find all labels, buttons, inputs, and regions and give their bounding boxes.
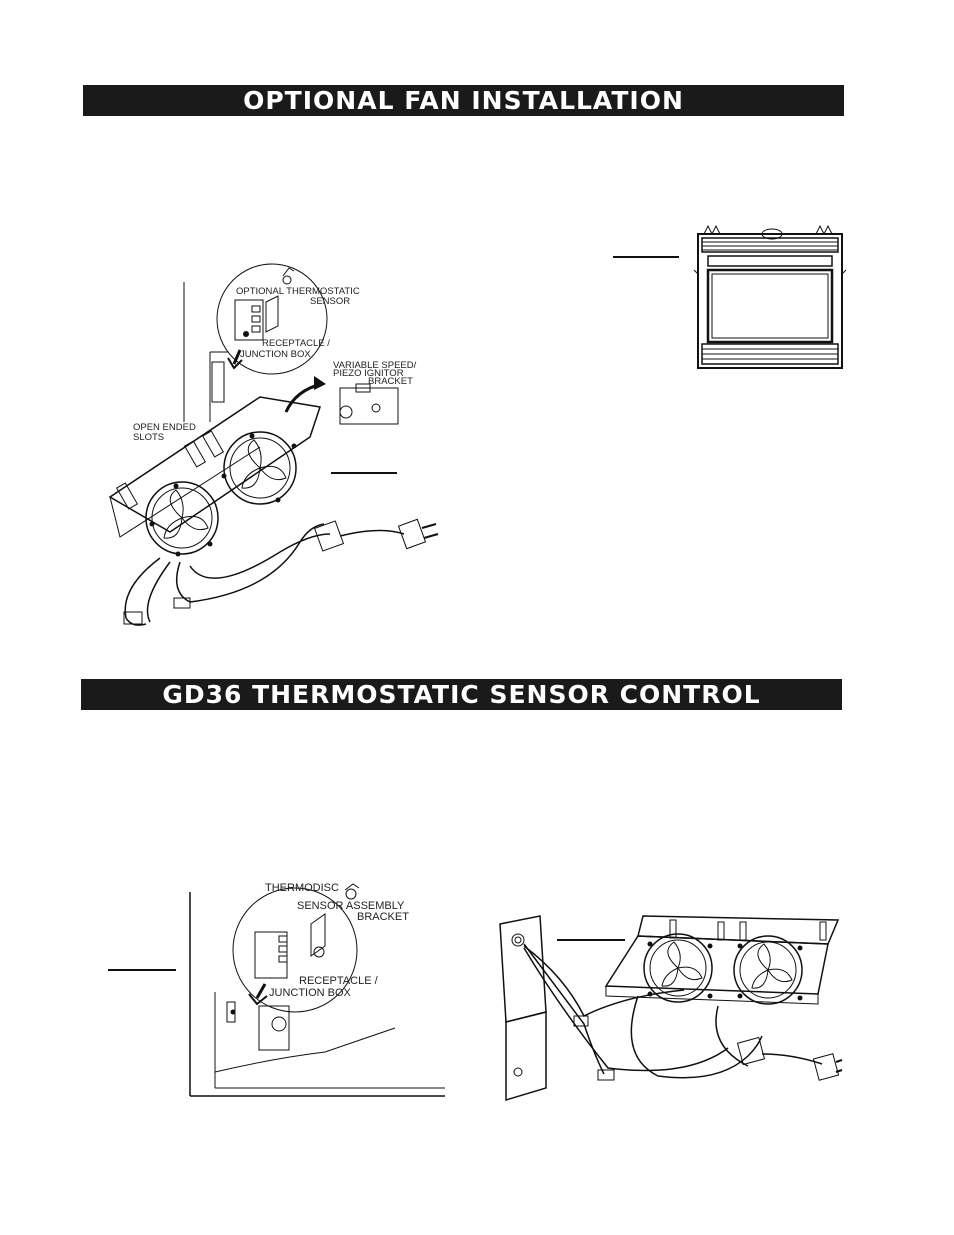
sensor-junction-illustration: THERMODISC SENSOR ASSEMBLY BRACKET RECEP… [189, 882, 445, 1097]
label-junction-box-sensor: JUNCTION BOX [269, 987, 352, 999]
label-sensor: SENSOR [310, 296, 350, 307]
label-bracket-sensor: BRACKET [357, 911, 409, 923]
label-receptacle-sensor: RECEPTACLE / [299, 975, 379, 987]
label-variable-speed: VARIABLE SPEED/ [333, 360, 417, 371]
figure-label-rule-sensor-right [557, 939, 625, 941]
figure-label-rule-fan [331, 472, 397, 474]
figure-label-rule-sensor-left [108, 969, 176, 971]
label-piezo-ignitor: PIEZO IGNITOR [333, 368, 404, 379]
fireplace-front-illustration [693, 224, 847, 369]
section-title-sensor-control: GD36 THERMOSTATIC SENSOR CONTROL [81, 679, 842, 710]
fan-installation-illustration: OPTIONAL THERMOSTATIC SENSOR RECEPTACLE … [108, 263, 439, 626]
label-receptacle: RECEPTACLE / [262, 338, 330, 349]
label-sensor-assembly: SENSOR ASSEMBLY [297, 900, 405, 912]
label-open-ended: OPEN ENDED [133, 422, 196, 433]
label-optional-thermostatic: OPTIONAL THERMOSTATIC [236, 286, 360, 297]
sensor-fan-assembly-illustration [499, 915, 843, 1102]
section-title-fan-installation: OPTIONAL FAN INSTALLATION [83, 85, 844, 116]
label-thermodisc: THERMODISC [265, 882, 339, 894]
label-junction-box: JUNCTION BOX [240, 349, 311, 360]
figure-label-rule-fireplace [613, 256, 679, 258]
label-slots: SLOTS [133, 432, 164, 443]
label-bracket: BRACKET [368, 376, 413, 387]
